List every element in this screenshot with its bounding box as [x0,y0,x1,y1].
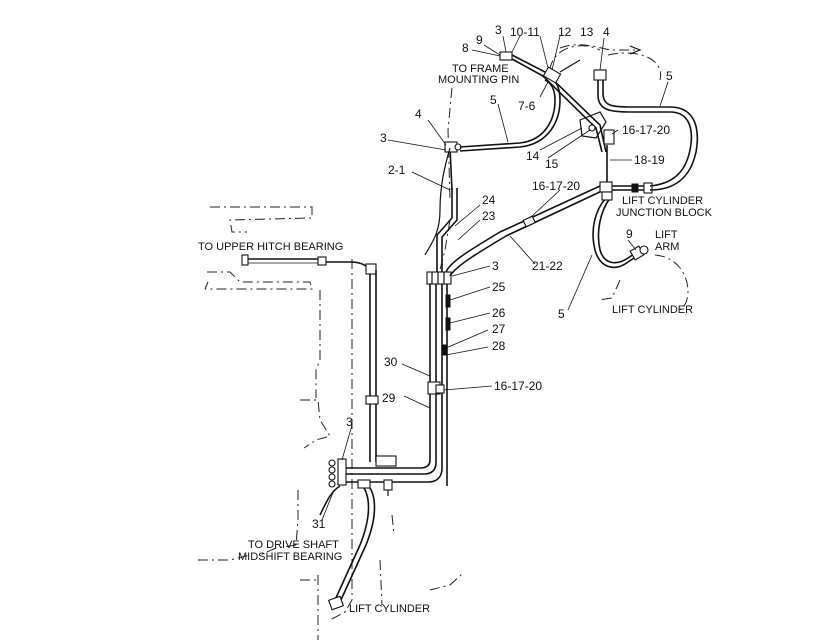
callout-5-mid: 5 [490,93,497,107]
callout-31: 31 [312,517,326,531]
callout-16-17-20-a: 16-17-20 [622,123,670,137]
label-drive-shaft-1: TO DRIVE SHAFT [248,539,339,551]
callout-9-right: 9 [626,227,633,241]
callout-25: 25 [492,280,506,294]
label-lift-cyl-right: LIFT CYLINDER [612,304,693,316]
upper-hitch-line [241,254,379,462]
callout-8: 8 [462,41,469,55]
callout-15: 15 [545,157,559,171]
label-frame-pin-1: TO FRAME [452,63,509,75]
top-hose-assembly [424,51,699,256]
main-tube-bundle [328,271,452,488]
label-lift-arm-2: ARM [655,241,679,253]
callout-16-17-20-c: 16-17-20 [494,379,542,393]
label-junction-1: LIFT CYLINDER [622,195,703,207]
lower-lift-cylinder-hose [319,479,393,611]
callout-5-topright: 5 [666,69,673,83]
callout-21-22: 21-22 [532,259,563,273]
callout-27: 27 [492,322,506,336]
callout-numbers: 3 10-11 12 13 9 8 4 5 7-6 5 4 3 16-17-20… [312,23,673,531]
callout-3-mid: 3 [492,259,499,273]
callout-10-11: 10-11 [510,25,540,39]
callout-5-low: 5 [558,307,565,321]
callout-12: 12 [558,25,572,39]
callout-9-top: 9 [476,33,483,47]
callout-13: 13 [580,25,594,39]
leader-lines [321,35,669,521]
callout-14: 14 [526,149,540,163]
label-upper-hitch: TO UPPER HITCH BEARING [198,241,343,253]
callout-24: 24 [482,193,496,207]
label-drive-shaft-2: MIDSHIFT BEARING [238,551,342,563]
motion-arrows [559,44,642,55]
callout-30: 30 [384,355,398,369]
callout-2-1: 2-1 [388,163,406,177]
label-junction-2: JUNCTION BLOCK [616,207,713,219]
callout-4-left: 4 [415,107,422,121]
callout-29: 29 [382,391,396,405]
text-labels: TO FRAME MOUNTING PIN TO UPPER HITCH BEA… [198,63,713,615]
callout-3-top: 3 [495,23,502,37]
callout-7-6: 7-6 [518,99,536,113]
callout-18-19: 18-19 [634,153,665,167]
label-frame-pin-2: MOUNTING PIN [438,74,519,86]
callout-3-bottom: 3 [346,415,353,429]
label-lift-arm-1: LIFT [655,229,678,241]
callout-28: 28 [492,339,506,353]
frame-outline [198,45,689,640]
callout-16-17-20-b: 16-17-20 [532,179,580,193]
label-lift-cyl-bottom: LIFT CYLINDER [349,603,430,615]
callout-4-top: 4 [603,25,610,39]
callout-23: 23 [482,209,496,223]
callout-26: 26 [492,306,506,320]
callout-3-left: 3 [380,131,387,145]
lift-arm-hose [592,191,649,269]
